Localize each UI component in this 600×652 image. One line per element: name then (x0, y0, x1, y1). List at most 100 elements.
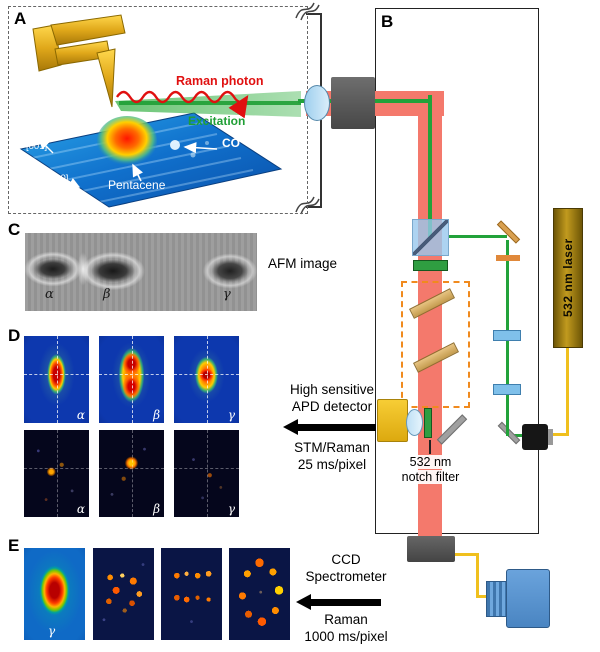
arrow-shaft (298, 423, 376, 431)
afm-image: α β γ (25, 233, 257, 311)
laser-box: 532 nm laser (553, 208, 583, 348)
stm-raman-map-beta: β (99, 336, 164, 423)
axis-001-arrow (38, 138, 54, 154)
map-label: β (153, 502, 160, 516)
afm-caption: AFM image (268, 256, 338, 271)
co-molecule-dot (170, 140, 180, 150)
raman-spectral-map-mode3 (161, 548, 222, 640)
raman-count-map-alpha: α (24, 430, 89, 517)
crosshair-vertical (131, 336, 133, 423)
arrowhead (283, 419, 298, 435)
pentacene-emission-blob (97, 116, 157, 166)
panel-c-label: C (8, 220, 21, 239)
laser-line-filter-1 (493, 330, 521, 341)
apd-text-line2: APD detector (291, 399, 373, 414)
apd-text-line1: High sensitive (289, 382, 375, 397)
surface-dot (190, 152, 196, 158)
crosshair-horizontal (174, 468, 239, 470)
tip-sample-illustration (19, 14, 301, 208)
panel-a-label: A (14, 9, 27, 28)
ccd-spectrometer-box (506, 569, 550, 628)
crosshair-vertical (56, 336, 58, 423)
map-label: γ (227, 408, 235, 422)
map-label: α (76, 502, 85, 516)
molecule-alpha-label: α (45, 287, 54, 302)
stm-raman-map-alpha: α (24, 336, 89, 423)
apd-flow-arrow-icon (283, 419, 376, 435)
laser-fiber-horizontal (548, 433, 568, 436)
crosshair-horizontal (24, 374, 89, 376)
panel-d-label: D (8, 326, 21, 345)
ccd-flow-arrow-icon (296, 594, 381, 610)
stm-raman-mode-line1: STM/Raman (294, 440, 370, 455)
fiber-wire-3 (476, 595, 490, 598)
raman-photon-label: Raman photon (176, 74, 264, 88)
crosshair-horizontal (99, 468, 164, 470)
axis-110-label: [110] (48, 173, 69, 184)
bracket-bottom-horizontal (306, 206, 322, 208)
axis-001-label: [001] (26, 141, 48, 152)
stm-raman-mode-line2: 25 ms/pixel (297, 457, 367, 472)
beamsplitter (412, 219, 449, 256)
notch-filter-leader-line (429, 440, 431, 454)
collimator-block (522, 424, 548, 450)
raman-mode-line1: Raman (324, 612, 368, 627)
waveplate-small (496, 255, 520, 261)
crosshair-vertical (206, 336, 208, 423)
waveplate-dashed-box (401, 281, 470, 408)
raman-spectral-map-mode2 (93, 548, 154, 640)
fiber-coupler (546, 429, 553, 445)
notch-filter (424, 408, 432, 438)
fiber-wire-2 (476, 553, 479, 598)
bracket-vertical-upper (320, 13, 322, 88)
pentacene-arrow (132, 163, 144, 182)
arrow-shaft (311, 598, 381, 606)
panel-b-label: B (381, 12, 394, 31)
break-squiggle-bottom-icon (295, 196, 320, 215)
laser-line-filter-2 (493, 384, 521, 395)
map-label: β (153, 408, 160, 422)
map-label: α (76, 408, 85, 422)
raman-count-map-gamma: γ (174, 430, 239, 517)
crosshair-vertical (131, 430, 133, 517)
molecule-beta-label: β (103, 287, 111, 302)
crosshair-horizontal (174, 374, 239, 376)
objective-block (331, 77, 375, 129)
map-label: γ (227, 502, 235, 516)
arrowhead (296, 594, 311, 610)
excitation-label: Excitation (188, 114, 246, 128)
crosshair-horizontal (24, 468, 89, 470)
surface-dot (205, 141, 209, 145)
fiber-wire-1 (455, 553, 479, 556)
ccd-input-barrel (486, 581, 508, 617)
raman-photon-squiggle-arrow (115, 90, 249, 119)
laser-fiber-vertical (566, 348, 569, 436)
crosshair-vertical (206, 430, 208, 517)
raman-spectral-map-mode4 (229, 548, 290, 640)
apd-lens (406, 409, 423, 436)
stm-raman-map-gamma: γ (174, 336, 239, 423)
pentacene-label: Pentacene (108, 178, 166, 192)
co-label: CO (222, 136, 240, 150)
ccd-text-line1: CCD (331, 552, 361, 567)
break-squiggle-top-icon (295, 2, 320, 21)
fiber-port-block (407, 536, 455, 562)
map-label: γ (48, 624, 56, 638)
raman-spectral-map-gamma: γ (24, 548, 85, 640)
crosshair-horizontal (99, 374, 164, 376)
edge-filter (413, 260, 448, 271)
laser-label: 532 nm laser (561, 238, 575, 318)
co-arrow (183, 142, 218, 154)
notch-filter-label-line2: notch filter (383, 470, 478, 484)
crosshair-vertical (56, 430, 58, 517)
raman-count-map-beta: β (99, 430, 164, 517)
axis-110-arrow (60, 176, 81, 188)
panel-a-container (8, 6, 308, 214)
raman-mode-line2: 1000 ms/pixel (304, 629, 388, 644)
excitation-beam-core (119, 101, 301, 105)
bracket-vertical-lower (320, 120, 322, 208)
coupling-lens (304, 85, 330, 121)
notch-filter-label-line1: 532 nm (383, 455, 478, 469)
molecule-gamma-label: γ (223, 287, 231, 302)
